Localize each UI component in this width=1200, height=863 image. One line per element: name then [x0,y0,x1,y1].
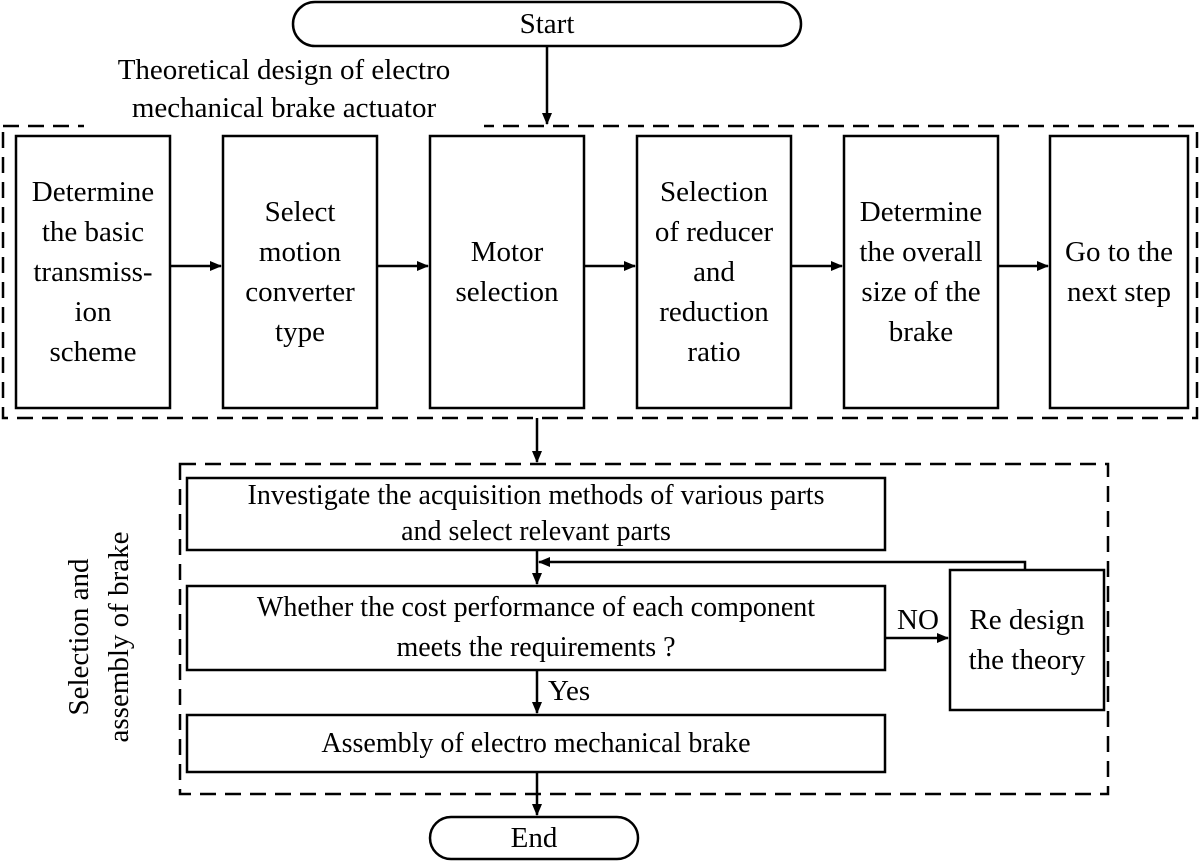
step-box-4 [635,134,793,410]
step-3-text: Motor selection [455,236,559,308]
arrow-redesign-loop [538,557,1027,570]
investigate-text: Investigate the acquisition methods of v… [247,480,825,547]
step-1-text: Determine the basic transmiss- ion schem… [31,176,155,368]
assembly-group-title: Selection and assembly of brake [56,507,142,767]
theory-group-border [1,124,1199,420]
step-box-2 [221,134,379,410]
decision-text: Whether the cost performance of each com… [256,592,816,663]
decision-box [185,584,887,672]
step-4-text: Selection of reducer and reduction ratio [654,176,774,368]
step-box-3 [428,134,586,410]
assembly-box [185,713,887,774]
step-2-text: Select motion converter type [245,196,355,348]
assembly-group-border [178,462,1110,796]
start-label: Start [519,8,575,40]
no-label: NO [897,604,939,636]
step-box-1 [14,134,172,410]
end-terminal [428,815,640,861]
step-box-6 [1048,134,1190,410]
theory-group-title: Theoretical design of electro mechanical… [84,50,484,128]
step-box-5 [842,134,1000,410]
step-6-text: Go to the next step [1065,236,1173,308]
step-5-text: Determine the overall size of the brake [859,196,983,348]
redesign-box [948,568,1106,712]
yes-label: Yes [548,675,591,707]
assembly-text: Assembly of electro mechanical brake [321,727,751,759]
end-label: End [510,822,558,854]
redesign-text: Re design the theory [968,604,1086,676]
